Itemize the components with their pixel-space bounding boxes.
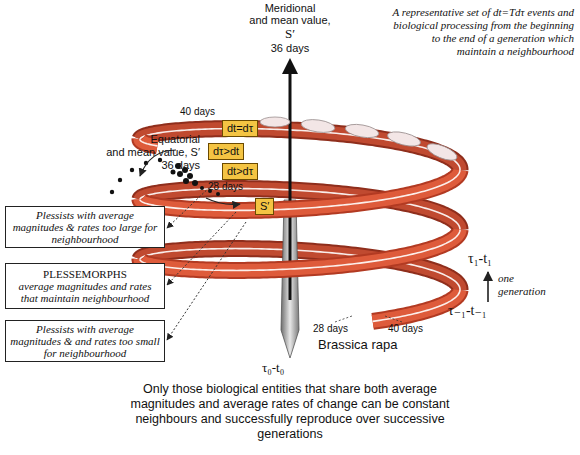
ribbon-edge (140, 170, 460, 210)
annotation-label: 36 days (90, 159, 200, 172)
condition-box: dt=dτ (222, 120, 258, 137)
annotation-label: Meridional (235, 2, 345, 15)
dot (200, 186, 204, 190)
condition-box: dτ>dt (208, 143, 244, 160)
ribbon-segment (140, 230, 460, 271)
ribbon-stripe (140, 170, 460, 210)
annotation-label: S′ (235, 26, 345, 42)
dot (110, 190, 114, 194)
dot (192, 180, 198, 186)
annotation-label: 28 days (208, 181, 253, 193)
ribbon-stripe (140, 230, 460, 271)
annotation-label: 28 days (313, 323, 358, 335)
category-box: PLESSEMORPHSaverage magnitudes and rates… (5, 263, 165, 309)
creature (344, 122, 380, 140)
annotation-label: 40 days (388, 323, 433, 335)
ribbon-edge (140, 230, 460, 271)
node-text: dτ>dt (213, 145, 239, 158)
ribbon-segment (140, 170, 460, 210)
dot (183, 178, 189, 184)
ribbon-face (140, 170, 460, 210)
annotation-label: and mean value, S′ (90, 146, 200, 159)
value-box: S′ (255, 198, 274, 215)
creature (425, 140, 459, 163)
creature-sketches (260, 117, 459, 164)
node-text: dt=dτ (227, 122, 253, 135)
node-text: Plessists with average magnitudes & and … (10, 323, 160, 359)
ribbon-stripe (373, 290, 460, 321)
annotation-label: Brassica rapa (318, 337, 428, 353)
node-text: PLESSEMORPHS (10, 268, 160, 280)
ribbon-edge (373, 290, 460, 321)
annotation-label: Equatorial (90, 133, 200, 146)
node-text: Plessists with average magnitudes & rate… (10, 209, 160, 245)
creature (260, 117, 290, 127)
node-text: S′ (260, 200, 269, 213)
dot (177, 171, 183, 177)
annotation-label: 36 days (235, 42, 345, 55)
ribbon-face (373, 290, 460, 321)
category-box: Plessists with average magnitudes & rate… (5, 206, 165, 248)
annotation-label: A representative set of dt=Tdτ events an… (392, 6, 574, 58)
annotation-label: τ₀-t₀ (262, 360, 322, 376)
condition-box: dt>dτ (222, 163, 258, 180)
curved-arrow (206, 198, 240, 204)
annotation-label: 40 days (180, 106, 225, 118)
leader-line (167, 182, 215, 228)
node-text: dt>dτ (227, 165, 253, 178)
dot (130, 168, 134, 172)
annotation-label: τ₁-t₁ (468, 250, 528, 267)
dot (187, 173, 193, 179)
creature (300, 118, 335, 135)
axis-head (282, 58, 298, 74)
caption: Only those biological entities that shar… (110, 382, 470, 442)
category-box: Plessists with average magnitudes & and … (5, 320, 165, 362)
annotation-label: one generation (498, 272, 562, 298)
node-body: average magnitudes and rates that mainta… (10, 280, 160, 304)
ribbon-segment (373, 290, 460, 321)
leader-line (167, 222, 246, 340)
tick-leader (335, 316, 352, 322)
tick-leader (385, 316, 402, 322)
leader-line (167, 212, 236, 285)
annotation-label: and mean value, (235, 14, 345, 27)
generation-arrow (487, 272, 489, 302)
dot (118, 178, 122, 182)
dot (216, 192, 220, 196)
ribbon-face (140, 230, 460, 271)
creature (386, 129, 422, 149)
annotation-label: τ₋₁-t₋₁ (448, 302, 528, 319)
